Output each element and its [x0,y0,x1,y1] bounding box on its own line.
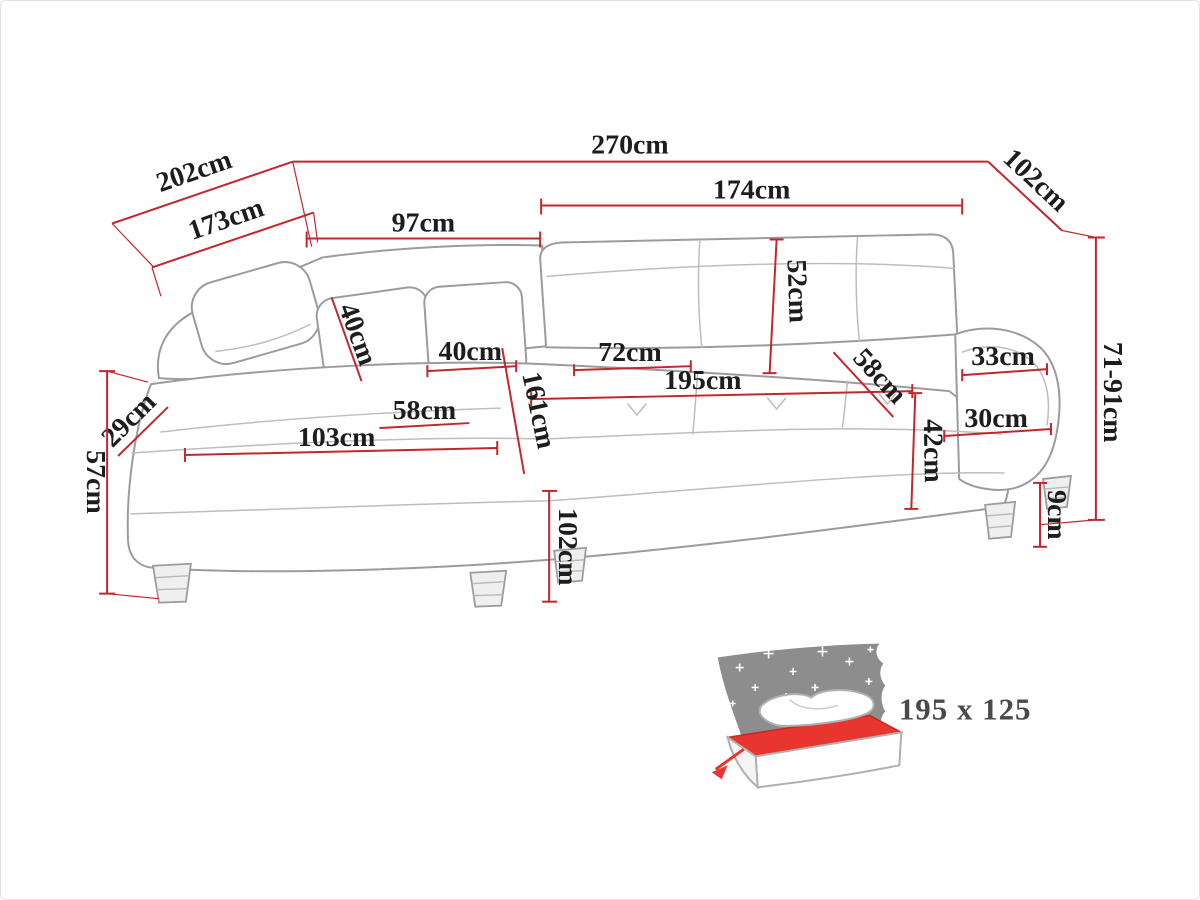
duvet [758,688,875,727]
dim-line [151,211,314,269]
duvet-crease [789,698,838,710]
dim-ext [111,223,154,267]
sofa-headrest-cushion [190,261,321,365]
bed-left-face [726,735,759,790]
dim-ext [1038,519,1096,526]
dim-height-range: 71-91cm [1038,236,1128,526]
dim-line [184,447,498,456]
dim-back-left-width: 97cm [305,207,542,248]
sofa-seat-seam-1 [692,371,699,435]
dim-label: 97cm [392,207,456,238]
dim-label: 173cm [184,192,267,247]
dim-right-seat-edge: 30cm [943,403,1052,443]
sofa-back-seam-2 [855,236,861,342]
dim-line [379,422,470,430]
dim-label: 174cm [713,175,791,206]
sofa-leg-5-stripes [1044,486,1070,500]
sleeping-function-icon [711,643,904,790]
dim-line [427,365,517,373]
sofa-leg-4-stripes [987,513,1014,529]
sofa-leg-5 [1042,474,1072,510]
sleeping-size-label: 195 x 125 [899,691,1032,726]
sofa-back-seam-1 [697,240,703,348]
dim-label: 195cm [664,365,742,396]
unfold-arrow-head [711,765,728,780]
dim-line [910,393,917,509]
dim-side-height: 57cm [80,370,160,600]
sofa-leg-2-stripes [472,581,505,597]
dim-line [832,351,895,418]
dim-right-arm-width: 33cm [961,341,1049,382]
dim-line [574,365,691,372]
dim-label: 102cm [552,508,583,586]
dim-label: 33cm [971,341,1035,372]
dim-left-depth-outer: 202cm [111,144,294,267]
dim-chaise-seat-length: 103cm [183,422,499,462]
dim-line [330,297,363,382]
sofa-tuft-marks [627,393,897,417]
dim-label: 9cm [1041,490,1072,540]
dim-bed-length: 195cm [530,365,914,407]
sofa-base-crease [130,472,1005,515]
dim-label: 57cm [80,450,111,514]
sofa-chaise-crease [160,407,501,433]
dim-ext [151,267,162,297]
dim-label: 202cm [152,144,235,199]
dim-label: 52cm [780,259,813,324]
dim-backrest-height: 52cm [762,238,814,375]
dim-seat-height: 42cm [904,392,949,510]
dim-back-right-width: 174cm [540,175,964,215]
sofa-leg-2 [469,569,508,608]
dim-label: 40cm [438,336,502,367]
dim-label: 30cm [964,403,1028,434]
sofa-drawing [126,233,1072,608]
dim-label: 42cm [917,419,949,483]
dim-total-width: 270cm [292,130,989,247]
dim-leg-height: 9cm [1033,481,1072,548]
dim-seat-depth: 72cm [573,337,692,377]
sofa-main-back [539,233,959,350]
dim-ext [107,593,160,600]
dim-ext [292,161,313,247]
dim-line [944,428,1052,438]
dim-line [531,390,913,401]
sofa-leg-1 [151,562,192,604]
dim-line [987,160,1063,232]
dim-line [501,348,526,475]
dim-line [117,406,169,457]
dim-label: 72cm [598,337,662,368]
dim-label: 71-91cm [1097,342,1128,443]
dim-chaise-seat-width: 58cm [379,395,470,430]
dim-line [962,368,1048,377]
bed-front-face [754,731,903,789]
sofa-seat-seam-2 [841,380,849,428]
sofa-leg-4 [984,500,1017,540]
sofa-headrest [190,261,321,365]
unfold-arrow-line [714,748,745,771]
dim-line [768,239,778,374]
sofa-back-fold [546,262,955,278]
dim-ext [1061,229,1097,239]
sofa-leg-3 [553,546,588,584]
dim-label: 58cm [393,395,457,426]
dim-right-depth: 102cm [987,143,1097,239]
sofa-legs [151,474,1072,608]
dim-label: 103cm [298,422,376,453]
dim-cushion-width: 40cm [426,336,518,378]
sofa-seat-front-edge [131,428,1002,454]
dim-ext [106,370,149,383]
sofa-leg-3-stripes [556,559,585,573]
dim-line [111,160,294,225]
sofa-right-arm [954,327,1061,491]
sofa-leg-1-stripes [154,575,189,591]
sofa-headrest-crease [215,323,311,353]
dim-front-height: 102cm [542,489,583,603]
dim-label: 270cm [591,130,669,161]
sofa-right-arm-crease [961,346,1050,426]
